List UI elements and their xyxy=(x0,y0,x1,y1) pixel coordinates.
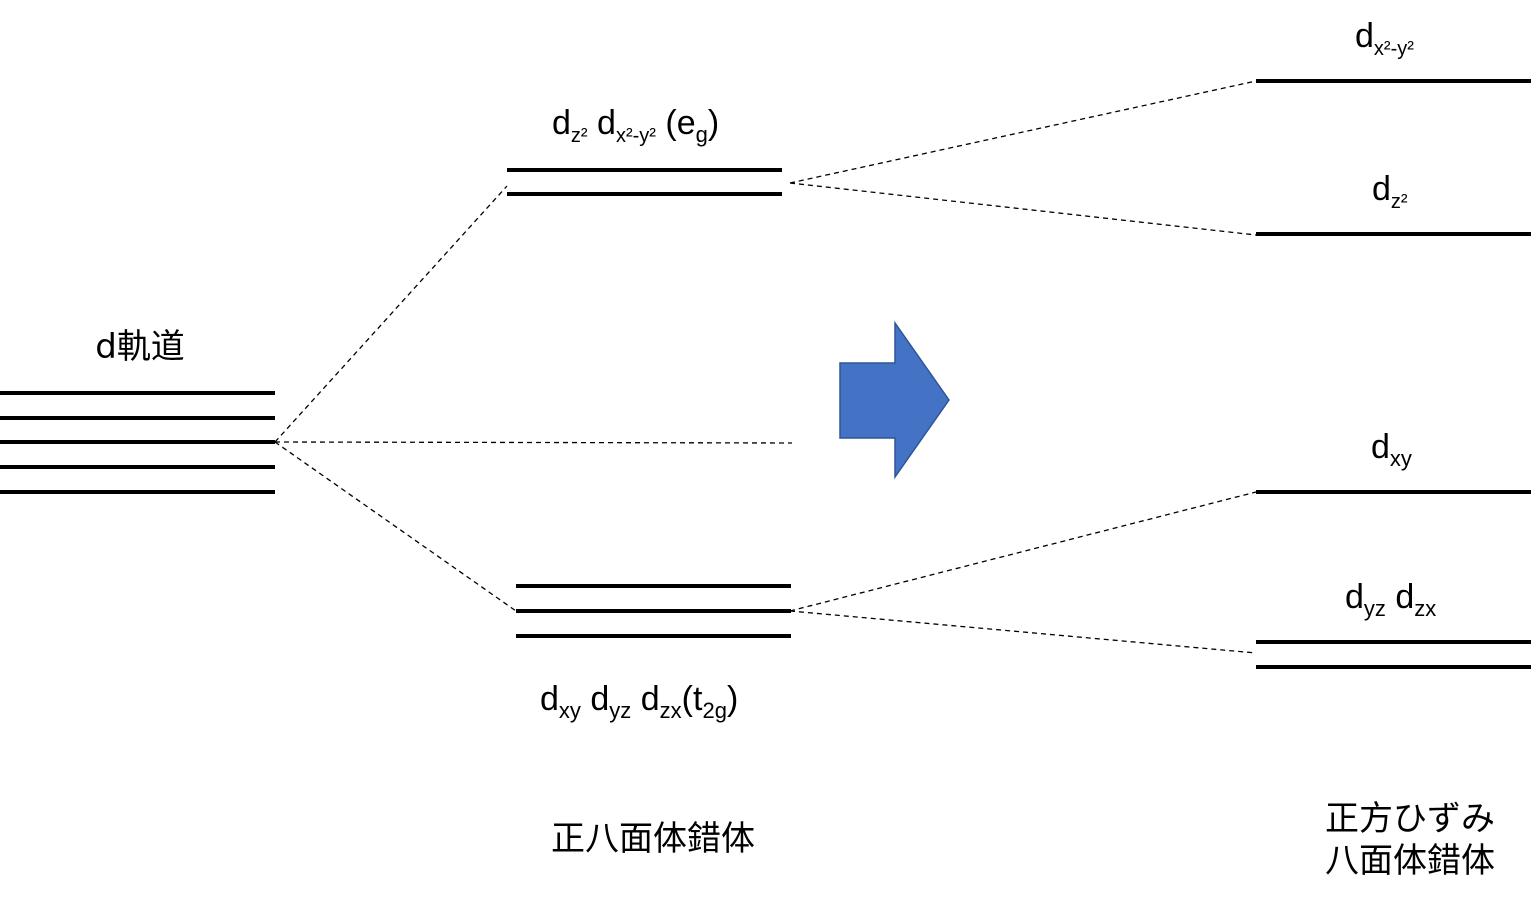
eg-levels xyxy=(507,168,782,196)
distorted-title-line2: 八面体錯体 xyxy=(1325,841,1495,881)
dz2-label: dz² xyxy=(1372,170,1408,213)
correlation-lines xyxy=(274,80,1257,654)
t2g-label: dxy dyz dzx(t2g) xyxy=(540,680,738,723)
distorted-levels xyxy=(1256,79,1531,669)
d-orbital-levels xyxy=(0,391,275,494)
octahedral-title: 正八面体錯体 xyxy=(551,819,755,859)
right-arrow-icon xyxy=(839,320,950,480)
d-orbital-label: d軌道 xyxy=(95,327,185,367)
dxy-label: dxy xyxy=(1371,428,1412,471)
dyz-dzx-label: dyz dzx xyxy=(1345,578,1436,621)
eg-label: dz² dx²-y² (eg) xyxy=(552,104,719,147)
t2g-levels xyxy=(516,584,791,638)
distorted-title-line1: 正方ひずみ xyxy=(1325,799,1495,839)
dx2y2-label: dx²-y² xyxy=(1355,17,1414,60)
